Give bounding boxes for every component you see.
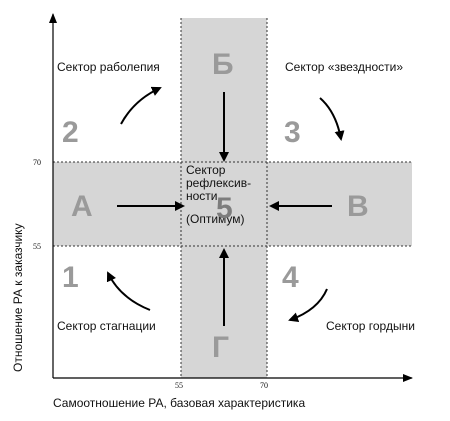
letter-bottom: Г bbox=[212, 331, 229, 364]
sector-label-top-left: Сектор раболепия bbox=[57, 60, 160, 74]
letter-center: 5 bbox=[216, 192, 233, 225]
band-boundaries bbox=[53, 18, 412, 378]
center-label-line2: рефлексив- bbox=[186, 176, 251, 190]
sector-label-top-right: Сектор «звездности» bbox=[285, 60, 403, 74]
x-tick-70: 70 bbox=[260, 381, 268, 390]
y-axis-label: Отношение РА к заказчику bbox=[11, 223, 25, 372]
curved-arrow-q4 bbox=[288, 288, 328, 323]
quadrant-number-2: 2 bbox=[62, 116, 79, 149]
curved-arrow-q2 bbox=[120, 86, 162, 125]
quadrant-number-4: 4 bbox=[282, 261, 299, 294]
quadrant-number-1: 1 bbox=[62, 261, 79, 294]
horizontal-band bbox=[53, 162, 412, 246]
center-label-line3: ности bbox=[186, 189, 218, 203]
y-tick-70: 70 bbox=[33, 158, 41, 167]
y-tick-55: 55 bbox=[33, 242, 41, 251]
quadrant-number-3: 3 bbox=[284, 116, 301, 149]
sector-label-bottom-right: Сектор гордыни bbox=[326, 319, 415, 333]
x-tick-55: 55 bbox=[175, 381, 183, 390]
letter-right: В bbox=[347, 190, 369, 223]
center-label-line4: (Оптимум) bbox=[186, 212, 245, 226]
curved-arrow-q3 bbox=[319, 97, 345, 141]
sector-label-bottom-left: Сектор стагнации bbox=[57, 319, 156, 333]
x-axis-label: Самоотношение РА, базовая характеристика bbox=[53, 396, 305, 410]
letter-left: А bbox=[71, 190, 93, 223]
letter-top: Б bbox=[212, 48, 234, 81]
curved-arrow-q1 bbox=[106, 271, 151, 311]
center-label-line1: Сектор bbox=[186, 163, 226, 177]
